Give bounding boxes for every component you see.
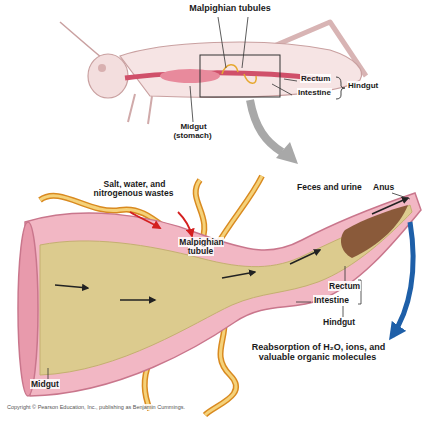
process-label: Reabsorption of H₂O, ions, and valuable … — [232, 343, 404, 363]
part-label: Hindgut — [322, 318, 356, 327]
part-label: Intestine — [297, 89, 332, 98]
part-label-text: Malpighian tubule — [178, 237, 223, 256]
part-label: Rectum — [328, 282, 361, 291]
part-label-text: Intestine — [313, 295, 350, 305]
process-label-text: Salt, water, and nitrogenous wastes — [94, 179, 175, 198]
part-label-text: Rectum — [328, 281, 361, 291]
process-label-text: Reabsorption of H₂O, ions, and valuable … — [251, 342, 386, 362]
part-label: Midgut — [30, 380, 60, 389]
part-label-text: Midgut — [30, 379, 60, 389]
part-label-text: Anus — [372, 182, 395, 192]
part-label-text: Rectum — [300, 74, 331, 83]
part-label: Rectum — [300, 75, 331, 84]
part-label: Intestine — [313, 296, 350, 305]
process-label: Salt, water, and nitrogenous wastes — [88, 180, 180, 199]
grasshopper — [60, 17, 366, 164]
part-label-text: Intestine — [297, 88, 332, 97]
part-label-text: Hindgut — [347, 81, 379, 90]
part-label-text: Midgut (stomach) — [173, 122, 212, 140]
part-label: Malpighian tubules — [170, 4, 290, 14]
process-label-text: Feces and urine — [296, 182, 363, 192]
part-label-text: Hindgut — [322, 317, 356, 327]
copyright-note-text: Copyright © Pearson Education, Inc., pub… — [6, 404, 186, 410]
part-label: Hindgut — [347, 82, 379, 91]
gut-detail — [18, 176, 421, 415]
part-label: Anus — [372, 183, 395, 192]
process-label: Feces and urine — [296, 183, 363, 192]
part-label: Midgut (stomach) — [163, 123, 223, 141]
part-label-text: Malpighian tubules — [188, 3, 272, 13]
part-label: Malpighian tubule — [174, 238, 228, 257]
copyright-note: Copyright © Pearson Education, Inc., pub… — [6, 404, 186, 410]
